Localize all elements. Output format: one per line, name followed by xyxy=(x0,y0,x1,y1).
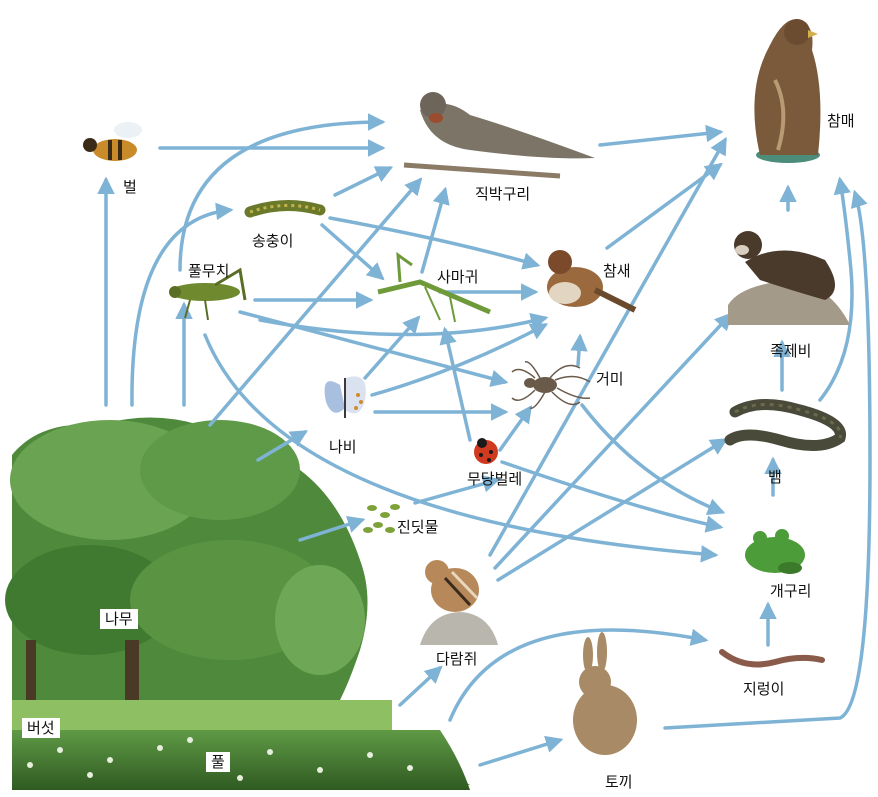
label-weasel: 족제비 xyxy=(770,342,811,360)
label-mushroom: 버섯 xyxy=(22,718,60,738)
butterfly-illustration xyxy=(325,376,366,418)
label-snake: 뱀 xyxy=(768,468,782,486)
chipmunk-illustration xyxy=(420,560,498,645)
bee-illustration xyxy=(83,122,142,161)
label-butterfly: 나비 xyxy=(329,438,357,456)
earthworm-illustration xyxy=(722,652,822,664)
arrow xyxy=(500,408,530,450)
weasel-illustration xyxy=(728,231,850,325)
label-tree: 나무 xyxy=(100,609,138,629)
grass-illustration xyxy=(12,730,470,790)
label-rabbit: 토끼 xyxy=(605,773,633,791)
arrow xyxy=(210,180,420,425)
label-ladybug: 무당벌레 xyxy=(467,470,522,488)
frog-illustration xyxy=(745,529,805,574)
arrow xyxy=(400,668,440,705)
label-grasshopper: 풀무치 xyxy=(188,262,229,280)
arrow xyxy=(480,740,560,765)
hawk-illustration xyxy=(754,19,820,163)
sparrow-illustration xyxy=(547,250,635,310)
label-hawk: 참매 xyxy=(827,112,855,130)
tree-illustration xyxy=(5,418,470,786)
label-caterpillar: 송충이 xyxy=(252,232,293,250)
arrow xyxy=(495,315,730,568)
snake-illustration xyxy=(730,404,841,445)
label-chipmunk: 다람쥐 xyxy=(436,650,477,668)
arrow xyxy=(260,318,545,335)
arrow xyxy=(578,337,580,365)
rabbit-illustration xyxy=(573,632,637,755)
caterpillar-illustration xyxy=(250,205,320,212)
label-aphid: 진딧물 xyxy=(397,518,438,536)
arrow xyxy=(445,330,470,440)
label-frog: 개구리 xyxy=(770,582,811,600)
aphid-illustration xyxy=(363,504,400,533)
arrow xyxy=(600,132,720,145)
label-mantis: 사마귀 xyxy=(437,268,478,286)
label-grass: 풀 xyxy=(206,752,230,772)
label-bulbul: 직박구리 xyxy=(475,185,530,203)
arrow xyxy=(335,168,390,195)
mantis-illustration xyxy=(378,255,490,322)
ladybug-illustration xyxy=(474,438,498,464)
label-sparrow: 참새 xyxy=(603,262,631,280)
label-bee: 벌 xyxy=(123,178,137,196)
bulbul-illustration xyxy=(404,92,595,176)
arrow xyxy=(498,440,725,580)
label-spider: 거미 xyxy=(596,370,624,388)
arrow xyxy=(422,190,445,272)
label-earthworm: 지렁이 xyxy=(743,680,784,698)
